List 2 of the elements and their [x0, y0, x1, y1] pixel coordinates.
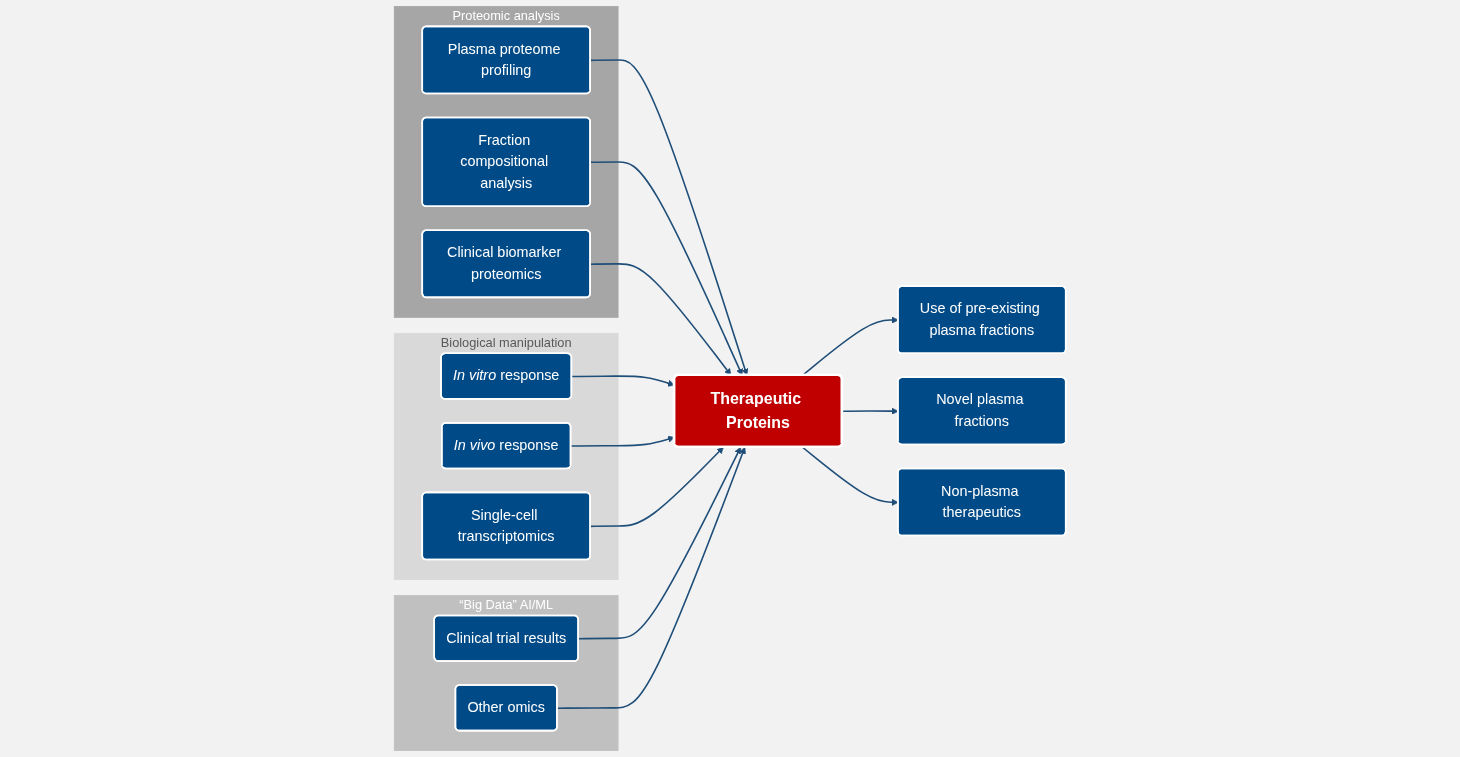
arrow [570, 435, 675, 447]
arrow [556, 446, 746, 710]
